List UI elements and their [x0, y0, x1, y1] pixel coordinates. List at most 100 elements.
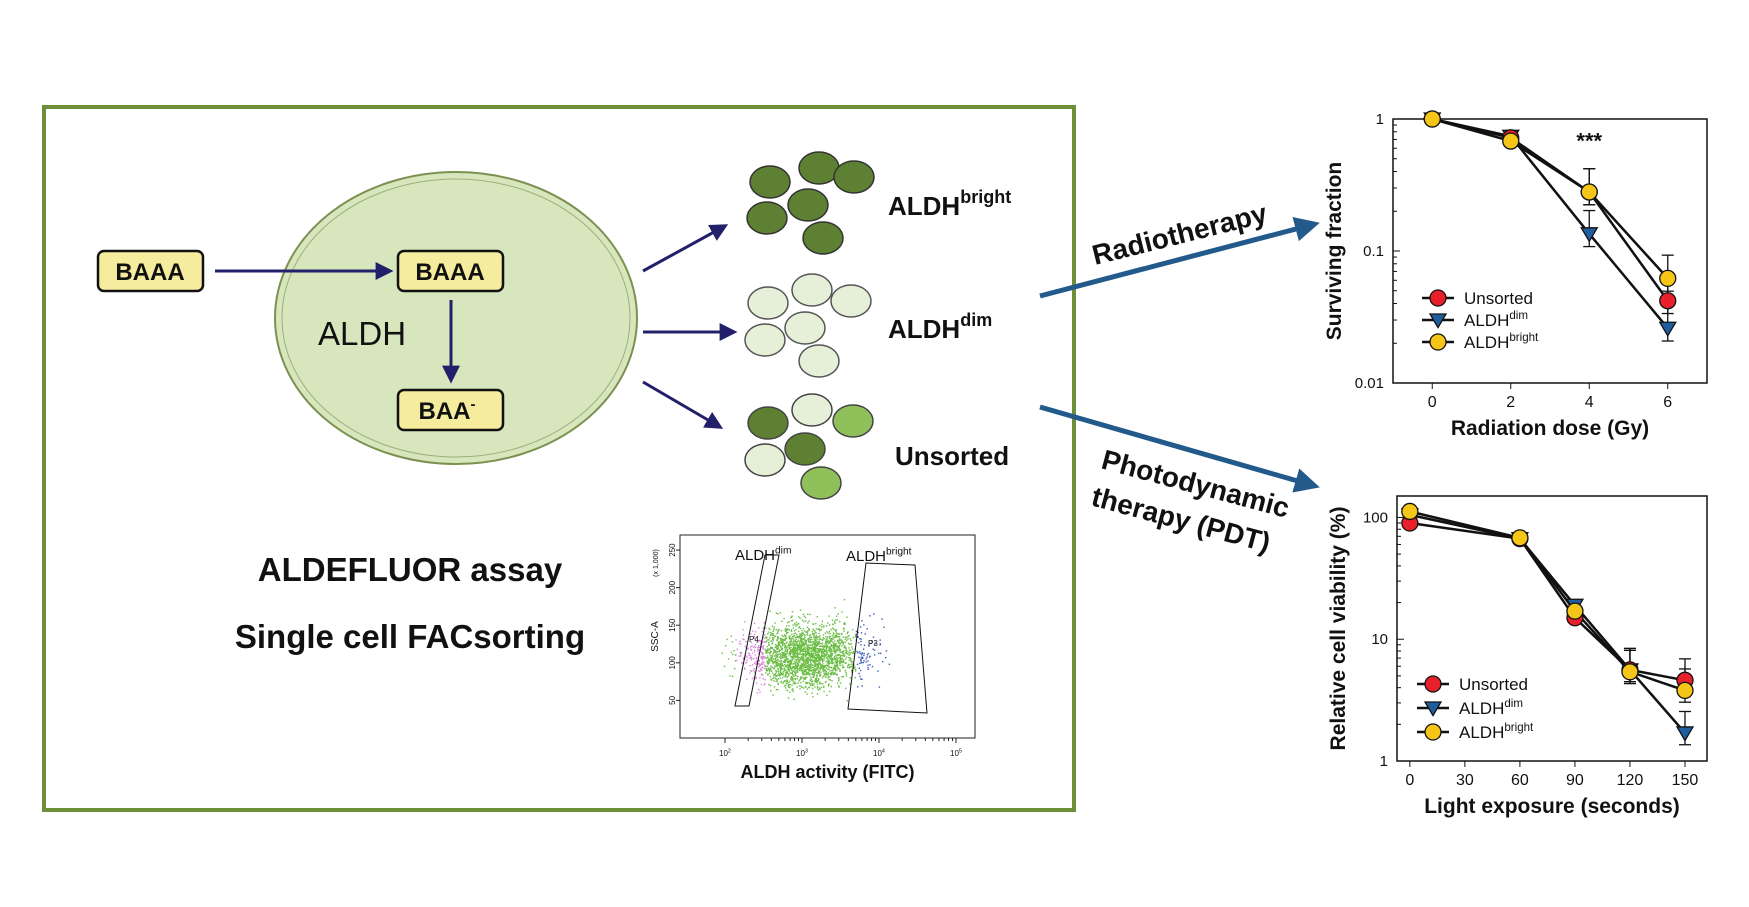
facs-event	[798, 660, 800, 662]
facs-event	[785, 650, 787, 653]
facs-event	[798, 653, 801, 655]
facs-event	[834, 636, 836, 638]
facs-event	[774, 677, 776, 679]
facs-event	[721, 652, 723, 654]
facs-event	[761, 652, 763, 654]
facs-event	[784, 671, 787, 674]
facs-event	[825, 660, 827, 663]
facs-event	[796, 651, 799, 653]
facs-event	[738, 655, 740, 657]
facs-event	[823, 654, 826, 656]
facs-event	[764, 634, 766, 636]
facs-event	[768, 627, 770, 630]
series-line-2	[1409, 510, 1686, 692]
facs-event	[781, 649, 783, 651]
facs-event	[819, 669, 821, 671]
facs-event	[817, 628, 819, 630]
facs-event	[738, 642, 741, 645]
facs-event	[833, 651, 836, 653]
facs-event	[843, 646, 845, 649]
facs-event	[755, 663, 757, 665]
facs-event	[833, 649, 835, 652]
facs-event	[795, 682, 797, 685]
facs-event	[845, 648, 847, 650]
facs-event	[800, 647, 802, 649]
facs-event	[838, 641, 840, 644]
facs-event	[816, 654, 819, 656]
facs-event	[845, 687, 847, 690]
chart-xtick-label: 30	[1456, 772, 1474, 789]
facs-event	[811, 653, 813, 656]
facs-event	[848, 651, 850, 653]
facs-event	[865, 661, 867, 663]
facs-event	[789, 659, 791, 661]
facs-event	[806, 647, 809, 650]
facs-event	[783, 653, 785, 655]
facs-event	[749, 665, 751, 667]
facs-event	[747, 648, 749, 650]
legend-marker	[1429, 289, 1447, 307]
population-label-dim: ALDHdim	[888, 310, 992, 344]
facs-event	[808, 666, 810, 669]
facs-event	[762, 648, 765, 650]
facs-event	[831, 657, 834, 659]
facs-event	[746, 678, 748, 680]
facs-event	[841, 632, 843, 635]
chart-annotation: ***	[1576, 128, 1602, 153]
facs-event	[750, 670, 753, 672]
facs-event	[829, 637, 831, 640]
facs-event	[768, 648, 771, 650]
facs-event	[798, 680, 800, 682]
arrow-to-unsorted	[642, 380, 724, 429]
facs-event	[825, 654, 827, 656]
inner-substrate-box	[396, 249, 505, 293]
facs-event	[847, 631, 849, 633]
facs-event	[766, 660, 768, 662]
facs-event	[823, 638, 825, 640]
facs-event	[846, 616, 848, 618]
facs-event	[762, 674, 764, 676]
facs-event	[830, 660, 833, 662]
facs-event	[772, 633, 774, 635]
facs-event	[777, 670, 780, 672]
facs-event	[811, 655, 813, 657]
facs-event	[817, 686, 819, 689]
facs-event	[820, 629, 823, 631]
facs-event	[786, 632, 788, 634]
facs-event	[760, 651, 762, 653]
facs-event	[786, 628, 789, 630]
facs-event	[800, 646, 803, 648]
facs-event	[825, 676, 827, 678]
facs-gate-dim-label: ALDHdim	[735, 546, 791, 564]
facs-event	[859, 669, 862, 672]
cell-outer	[274, 171, 638, 465]
facs-event	[819, 630, 821, 632]
facs-event	[836, 633, 838, 635]
facs-event	[788, 662, 790, 664]
facs-event	[788, 666, 790, 668]
facs-event	[789, 667, 791, 669]
facs-event	[831, 638, 834, 640]
facs-event	[785, 659, 787, 662]
facs-event	[885, 650, 888, 652]
facs-event	[842, 655, 844, 657]
facs-event	[808, 664, 810, 666]
facs-event	[754, 654, 756, 656]
facs-event	[770, 690, 772, 692]
facs-event	[792, 666, 794, 669]
facs-event	[766, 637, 768, 639]
facs-event	[778, 660, 780, 662]
facs-event	[750, 656, 752, 659]
facs-event	[773, 676, 775, 678]
facs-event	[825, 646, 828, 649]
facs-event	[823, 668, 825, 671]
facs-event	[812, 664, 814, 666]
facs-event	[799, 648, 802, 650]
facs-event	[824, 649, 826, 651]
facs-event	[792, 635, 795, 637]
facs-gate-bright	[847, 562, 928, 714]
facs-event	[767, 663, 769, 665]
facs-event	[770, 640, 772, 643]
data-point-1	[1675, 726, 1695, 742]
facs-event	[799, 679, 801, 681]
